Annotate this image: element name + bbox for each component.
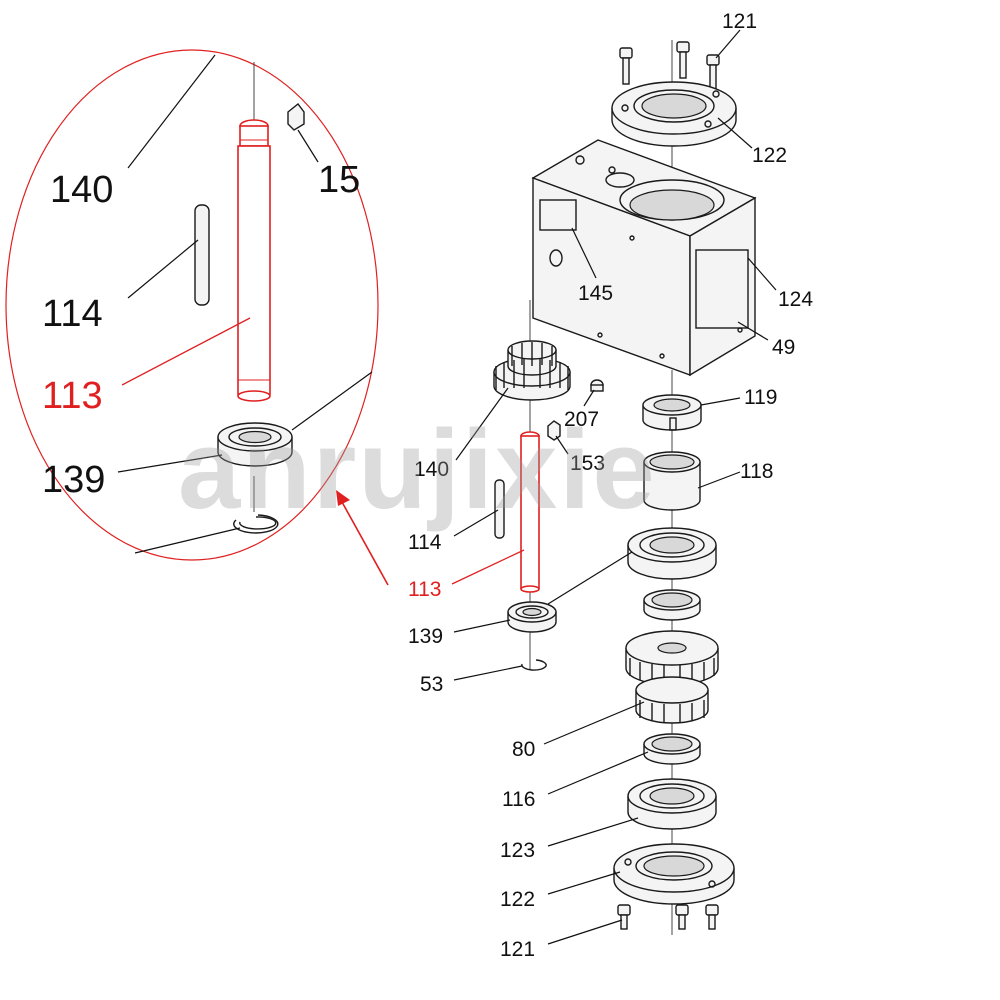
watermark-text: anrujixie: [178, 407, 657, 532]
leader-113: [451, 549, 525, 585]
leader-119: [700, 397, 741, 406]
leader-123: [547, 817, 639, 847]
gear-140: [493, 340, 571, 401]
label-116: 116: [502, 788, 535, 811]
bearing-139: [507, 601, 557, 633]
leader-53: [453, 665, 523, 681]
leader-122-top: [717, 117, 753, 149]
detail-zoom: 140 15 114 113 139: [5, 49, 389, 586]
key-114: [494, 479, 505, 539]
label-123: 123: [500, 839, 535, 862]
zoom-label-139: 139: [42, 459, 105, 501]
shaft-113: [520, 431, 540, 593]
leader-zoom-140: [127, 54, 216, 169]
circlip-53: [521, 659, 547, 671]
label-53: 53: [420, 673, 443, 696]
leader-zoom-153: [297, 129, 319, 163]
leader-145: [571, 227, 597, 279]
gear-80: [625, 630, 719, 724]
leader-zoom-114: [127, 239, 199, 299]
ring-116: [643, 733, 701, 765]
label-145: 145: [578, 282, 613, 305]
leader-122-bot: [547, 871, 621, 895]
zoom-key-114: [194, 204, 210, 306]
leader-121-bot: [547, 919, 623, 945]
bearing-123: [627, 778, 717, 830]
leader-80: [543, 701, 645, 745]
leader-140: [455, 387, 509, 461]
label-153: 153: [570, 452, 605, 475]
label-121-top: 121: [722, 10, 757, 33]
label-124: 124: [778, 288, 813, 311]
leader-207: [583, 389, 595, 407]
label-113: 113: [408, 578, 441, 601]
spacer-ring: [643, 589, 701, 621]
leader-zoom-circlip: [134, 527, 241, 554]
key-153: [547, 420, 561, 441]
label-139: 139: [408, 625, 443, 648]
leader-153: [555, 435, 569, 455]
top-screws-121: [619, 41, 720, 90]
label-119: 119: [744, 386, 777, 409]
zoom-arrow-line: [341, 501, 389, 586]
label-140: 140: [414, 458, 449, 481]
zoom-arrow-head: [336, 490, 350, 506]
top-cover-122: [611, 81, 737, 147]
bearing-upper: [627, 527, 717, 580]
zoom-label-113: 113: [42, 375, 103, 417]
leader-114: [453, 509, 499, 537]
leader-zoom-bearing-right: [291, 371, 373, 431]
zoom-ellipse: [5, 49, 379, 561]
bottom-cover-122: [613, 843, 735, 905]
leader-49: [737, 321, 769, 341]
leader-139: [453, 619, 511, 633]
label-207: 207: [564, 408, 599, 431]
bushing-118: [643, 451, 701, 511]
label-122-bot: 122: [500, 888, 535, 911]
label-122-top: 122: [752, 144, 787, 167]
label-80: 80: [512, 738, 535, 761]
leader-bearing-upper: [547, 551, 633, 605]
sleeve-119: [642, 394, 702, 431]
pin-207: [590, 379, 604, 392]
leader-124: [747, 257, 777, 291]
leader-121-top: [715, 29, 741, 59]
label-49: 49: [772, 336, 795, 359]
zoom-label-153-partial: 15: [318, 159, 360, 201]
leader-118: [697, 471, 741, 489]
housing-124: [531, 139, 757, 377]
zoom-label-114: 114: [42, 293, 103, 335]
zoom-label-140: 140: [50, 169, 113, 211]
leader-zoom-139: [117, 454, 223, 473]
label-118: 118: [740, 460, 773, 483]
zoom-key-153: [287, 103, 305, 131]
zoom-circlip: [233, 514, 279, 534]
leader-116: [547, 751, 649, 795]
label-114: 114: [408, 531, 442, 554]
leader-zoom-113: [121, 317, 251, 386]
zoom-bearing-139: [217, 422, 293, 467]
zoom-shaft-113: [237, 119, 271, 402]
bottom-screws-121: [617, 904, 719, 930]
label-121-bot: 121: [500, 938, 535, 961]
